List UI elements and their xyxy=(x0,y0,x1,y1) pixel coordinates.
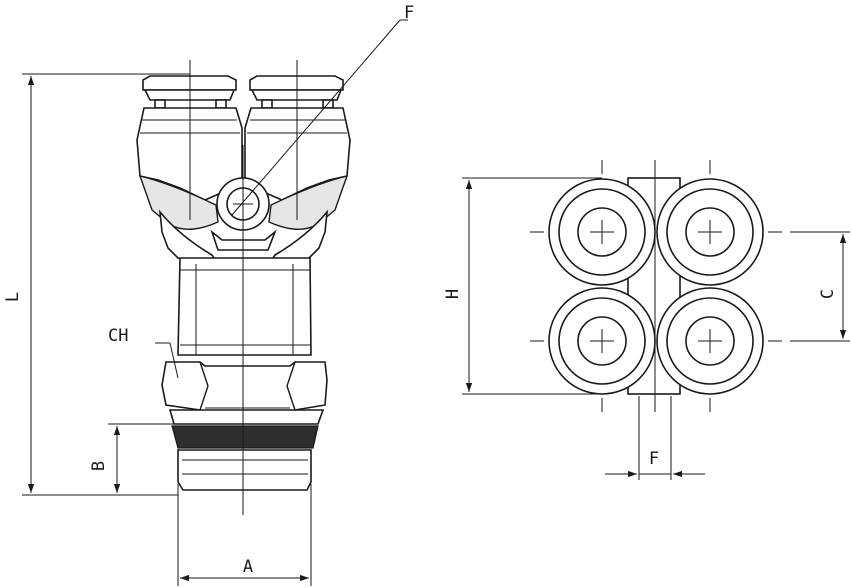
label-H: H xyxy=(443,289,463,299)
side-view xyxy=(22,19,408,586)
front-view xyxy=(462,160,850,480)
label-F-top: F xyxy=(404,3,414,23)
label-CH: CH xyxy=(108,326,128,346)
label-B: B xyxy=(89,461,109,471)
label-F-bottom: F xyxy=(649,449,659,469)
F-leader xyxy=(231,19,401,216)
o-ring-seal xyxy=(171,425,319,449)
label-C: C xyxy=(818,289,838,299)
label-A: A xyxy=(243,557,253,577)
label-L: L xyxy=(3,292,23,302)
